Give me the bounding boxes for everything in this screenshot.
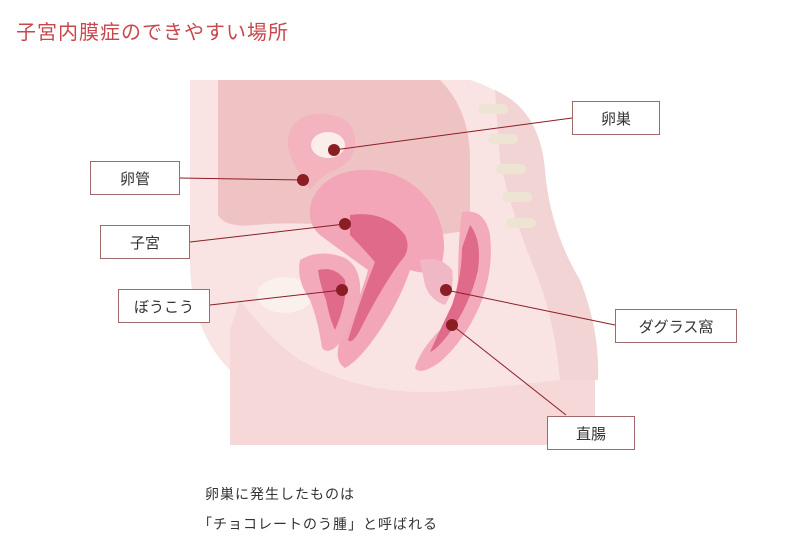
label-fallopian-tube: 卵管 [90,161,180,195]
leader-line-fallopian-tube [179,177,304,181]
leader-line-uterus [189,223,346,243]
label-bladder: ぼうこう [118,289,210,323]
vertebra [502,192,532,202]
bladder-inner [318,269,346,330]
pubic-bone [257,277,313,313]
marker-rectum [446,319,458,331]
sacrum-region [495,90,599,380]
vertebra [506,218,536,228]
caption-line-2: 「チョコレートのう腫」と呼ばれる [198,517,438,533]
label-rectum: 直腸 [547,416,635,450]
leader-line-rectum [451,324,567,416]
label-pouch-of-douglas: ダグラス窩 [615,309,737,343]
marker-ovary [328,144,340,156]
rectum-inner [430,225,479,352]
leader-line-ovary [333,117,573,151]
leader-line-bladder [209,289,343,306]
leader-line-pouch-of-douglas [445,289,616,326]
marker-uterus [339,218,351,230]
marker-pouch-of-douglas [440,284,452,296]
label-uterus: 子宮 [100,225,190,259]
caption-line-1: 卵巣に発生したものは [205,487,355,503]
pelvic-floor [230,300,595,445]
vertebra [496,164,526,174]
vertebra [488,134,518,144]
endometrium-stripe [348,214,408,342]
marker-bladder [336,284,348,296]
diagram-title: 子宮内膜症のできやすい場所 [16,20,289,44]
vertebra [478,104,508,114]
marker-fallopian-tube [297,174,309,186]
ovary-shape [311,132,345,158]
label-ovary: 卵巣 [572,101,660,135]
